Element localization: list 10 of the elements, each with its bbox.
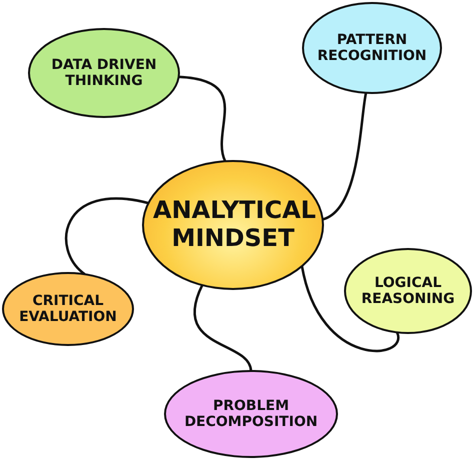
topic-label: ANALYTICAL MINDSET (153, 197, 313, 253)
topic-label: PROBLEM DECOMPOSITION (183, 398, 319, 430)
connector-line (193, 284, 252, 372)
connector-line (178, 76, 226, 162)
connector-line (300, 266, 400, 352)
topic-label: PATTERN RECOGNITION (317, 32, 427, 64)
topic-label: LOGICAL REASONING (360, 274, 456, 308)
connector-line (322, 92, 368, 221)
topic-label: DATA DRIVEN THINKING (50, 56, 158, 90)
topic-label: CRITICAL EVALUATION (18, 292, 118, 326)
